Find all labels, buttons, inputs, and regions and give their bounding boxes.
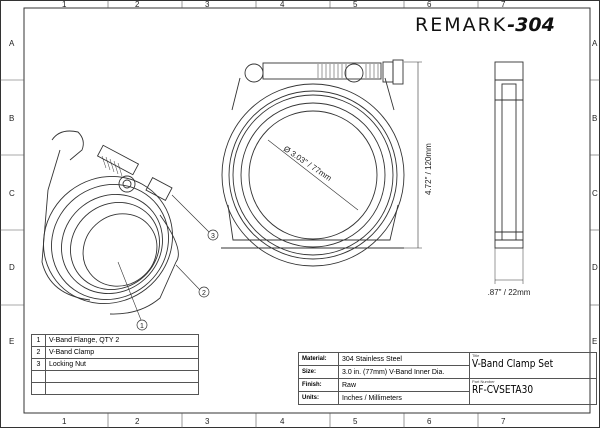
row-label-right-c: C (592, 189, 598, 198)
row-label-right-b: B (592, 114, 597, 123)
part-number: RF-CVSETA30 (472, 383, 534, 396)
front-thread-hatching (317, 64, 379, 78)
col-label-bottom-3: 3 (205, 417, 210, 426)
bom-item-description: Locking Nut (45, 358, 199, 371)
callout-number-2: 2 (202, 290, 206, 297)
brand-logo: REMARK-304 (415, 14, 555, 36)
row-label-left-e: E (9, 337, 14, 346)
bom-item-number: 2 (31, 346, 46, 359)
leader-line-3 (171, 194, 210, 233)
col-label-top-2: 2 (135, 0, 140, 9)
col-label-bottom-5: 5 (353, 417, 358, 426)
row-label-left-c: C (9, 189, 15, 198)
material-label: Material: (298, 352, 339, 366)
row-label-right-a: A (592, 39, 598, 48)
callout-bubble-3 (207, 229, 219, 241)
height-dimension-label: 4.72" / 120mm (424, 143, 433, 195)
col-label-bottom-1: 1 (62, 417, 67, 426)
title-caption: Title (472, 353, 480, 358)
isometric-clamp-view (41, 130, 179, 315)
bom-row (31, 370, 199, 383)
col-label-top-3: 3 (205, 0, 210, 9)
front-clamp-view (221, 59, 405, 267)
row-label-left-d: D (9, 263, 15, 272)
brand-suffix: -304 (507, 14, 555, 36)
width-dimension-label: .87" / 22mm (488, 288, 531, 297)
col-label-top-4: 4 (280, 0, 285, 9)
bom-item-number: 1 (31, 334, 46, 347)
brand-name: REMARK (415, 14, 508, 36)
callout-number-3: 3 (211, 233, 215, 240)
title-block-row: Units: Inches / Millimeters (298, 391, 597, 405)
side-clamp-view (494, 61, 524, 249)
title-block-row: Size: 3.0 in. (77mm) V-Band Inner Dia. (298, 365, 597, 379)
drawing-frame (23, 7, 591, 414)
col-label-top-1: 1 (62, 0, 67, 9)
col-label-bottom-6: 6 (427, 417, 432, 426)
col-label-top-6: 6 (427, 0, 432, 9)
bom-item-description: V-Band Clamp (45, 346, 199, 359)
part-number-cell: Part Number RF-CVSETA30 (469, 378, 597, 405)
bom-item-number (31, 370, 46, 383)
bom-item-description (45, 370, 199, 383)
title-block-row: Finish: Raw Part Number RF-CVSETA30 (298, 378, 597, 405)
row-label-left-a: A (9, 39, 15, 48)
size-value: 3.0 in. (77mm) V-Band Inner Dia. (338, 365, 470, 379)
finish-label: Finish: (298, 378, 339, 392)
drawing-title: V-Band Clamp Set (472, 357, 554, 370)
col-label-top-7: 7 (501, 0, 506, 9)
material-value: 304 Stainless Steel (338, 352, 470, 366)
finish-value: Raw (338, 378, 470, 392)
diameter-dimension-line (267, 139, 359, 211)
diameter-dimension-label: Ø 3.03" / 77mm (282, 144, 334, 183)
row-label-right-d: D (592, 263, 598, 272)
col-label-bottom-2: 2 (135, 417, 140, 426)
iso-thread-hatching (101, 155, 123, 177)
bom-item-number: 3 (31, 358, 46, 371)
callout-number-1: 1 (140, 323, 144, 330)
col-label-bottom-4: 4 (280, 417, 285, 426)
units-value: Inches / Millimeters (338, 391, 470, 405)
col-label-bottom-7: 7 (501, 417, 506, 426)
callout-bubble-1 (136, 319, 148, 331)
callout-bubble-2 (198, 286, 210, 298)
part-number-caption: Part Number (472, 379, 495, 384)
col-label-top-5: 5 (353, 0, 358, 9)
size-label: Size: (298, 365, 339, 379)
bom-item-description: V-Band Flange, QTY 2 (45, 334, 199, 347)
title-block-row: Material: 304 Stainless Steel Title V-Ba… (298, 352, 597, 379)
row-label-right-e: E (592, 337, 597, 346)
row-label-left-b: B (9, 114, 14, 123)
bom-row (31, 382, 199, 395)
title-block: Material: 304 Stainless Steel Title V-Ba… (298, 352, 597, 405)
bom-item-description (45, 382, 199, 395)
bom-item-number (31, 382, 46, 395)
leader-line-2 (175, 264, 201, 291)
leader-line-1 (117, 261, 142, 321)
title-cell: Title V-Band Clamp Set (469, 352, 597, 379)
units-label: Units: (298, 391, 339, 405)
